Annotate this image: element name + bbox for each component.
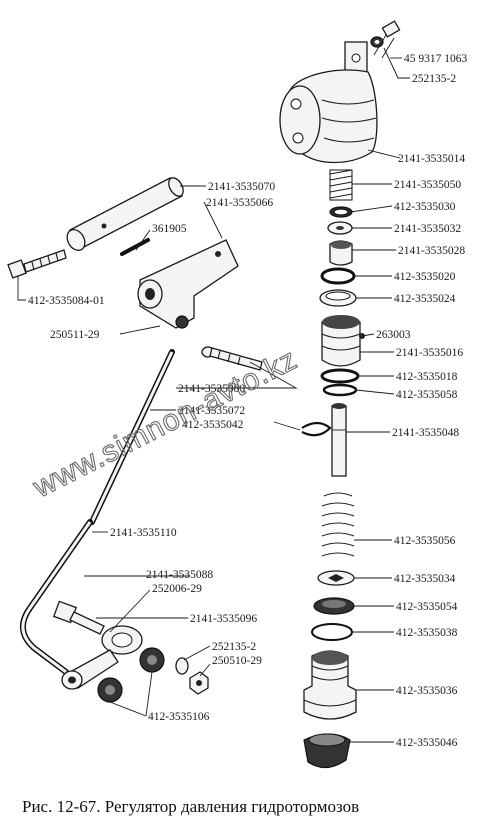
- part-lever-bolt: [7, 249, 67, 279]
- callout-label: 2141-3535080: [178, 383, 245, 395]
- part-top-bolt: [370, 20, 401, 59]
- callout-label: 412-3535030: [394, 201, 456, 213]
- part-piston-housing: [321, 315, 365, 367]
- part-clip: [301, 421, 332, 437]
- part-circlip: [329, 206, 353, 218]
- part-small-nut: [189, 671, 209, 695]
- part-adjust-bolt: [201, 346, 263, 371]
- callout-label: 45 9317 1063: [404, 53, 468, 65]
- part-small-washer: [175, 657, 189, 675]
- callout-labels: 45 9317 1063 252135-2 2141-3535014 2141-…: [28, 53, 468, 749]
- callout-label: 2141-3535072: [178, 405, 245, 417]
- part-washer: [327, 221, 353, 235]
- callout-label: 2141-3535070: [208, 181, 275, 193]
- callout-label: 252006-29: [152, 583, 202, 595]
- callout-label: 412-3535046: [396, 737, 458, 749]
- callout-label: 2141-3535088: [146, 569, 213, 581]
- callout-label: 250511-29: [50, 329, 100, 341]
- callout-label: 412-3535024: [394, 293, 456, 305]
- part-spring-small: [329, 169, 353, 201]
- callout-label: 2141-3535066: [206, 197, 273, 209]
- callout-label: 412-3535038: [396, 627, 458, 639]
- callout-label: 2141-3535016: [396, 347, 463, 359]
- callout-label: 412-3535034: [394, 573, 456, 585]
- callout-label: 412-3535036: [396, 685, 458, 697]
- part-plate: [317, 570, 355, 586]
- callout-label: 252135-2: [412, 73, 456, 85]
- part-ring-58: [322, 383, 358, 397]
- callout-label: 412-3535058: [396, 389, 458, 401]
- callout-label: 2141-3535050: [394, 179, 461, 191]
- callout-label: 2141-3535096: [190, 613, 257, 625]
- callout-label: 412-3535054: [396, 601, 458, 613]
- part-shaft: [66, 177, 184, 251]
- callout-label: 412-3535018: [396, 371, 458, 383]
- callout-label: 252135-2: [212, 641, 256, 653]
- part-regulator-body: [279, 41, 378, 164]
- part-ring: [319, 289, 357, 307]
- callout-label: 361905: [152, 223, 187, 235]
- callout-label: 412-3535020: [394, 271, 456, 283]
- part-spring-large: [321, 492, 355, 557]
- callout-label: 412-3535084-01: [28, 295, 105, 307]
- part-bushing-2: [97, 677, 123, 703]
- part-ring-18: [320, 368, 360, 384]
- part-ring-38: [311, 623, 353, 641]
- part-washer-54: [313, 597, 355, 615]
- part-o-ring-1: [320, 267, 356, 285]
- part-piston-rod: [331, 403, 347, 477]
- leader-lines: [17, 47, 410, 743]
- callout-label: 412-3535042: [182, 419, 244, 431]
- callout-label: 2141-3535014: [398, 153, 465, 165]
- callout-label: 2141-3535028: [398, 245, 465, 257]
- part-pin: [120, 238, 150, 256]
- callout-label: 2141-3535110: [110, 527, 177, 539]
- callout-label: 263003: [376, 329, 411, 341]
- callout-label: 250510-29: [212, 655, 262, 667]
- callout-label: 2141-3535032: [394, 223, 461, 235]
- part-bent-rod: [20, 519, 93, 675]
- part-bushing-1: [139, 647, 165, 673]
- callout-label: 2141-3535048: [392, 427, 459, 439]
- callout-label: 412-3535106: [148, 711, 210, 723]
- figure-caption: Рис. 12-67. Регулятор давления гидроторм…: [22, 797, 359, 816]
- part-link-assembly: [52, 600, 143, 690]
- part-sleeve: [329, 240, 353, 266]
- callout-label: 412-3535056: [394, 535, 456, 547]
- part-lever: [137, 239, 239, 329]
- part-cap: [303, 733, 351, 769]
- part-plug: [303, 650, 357, 720]
